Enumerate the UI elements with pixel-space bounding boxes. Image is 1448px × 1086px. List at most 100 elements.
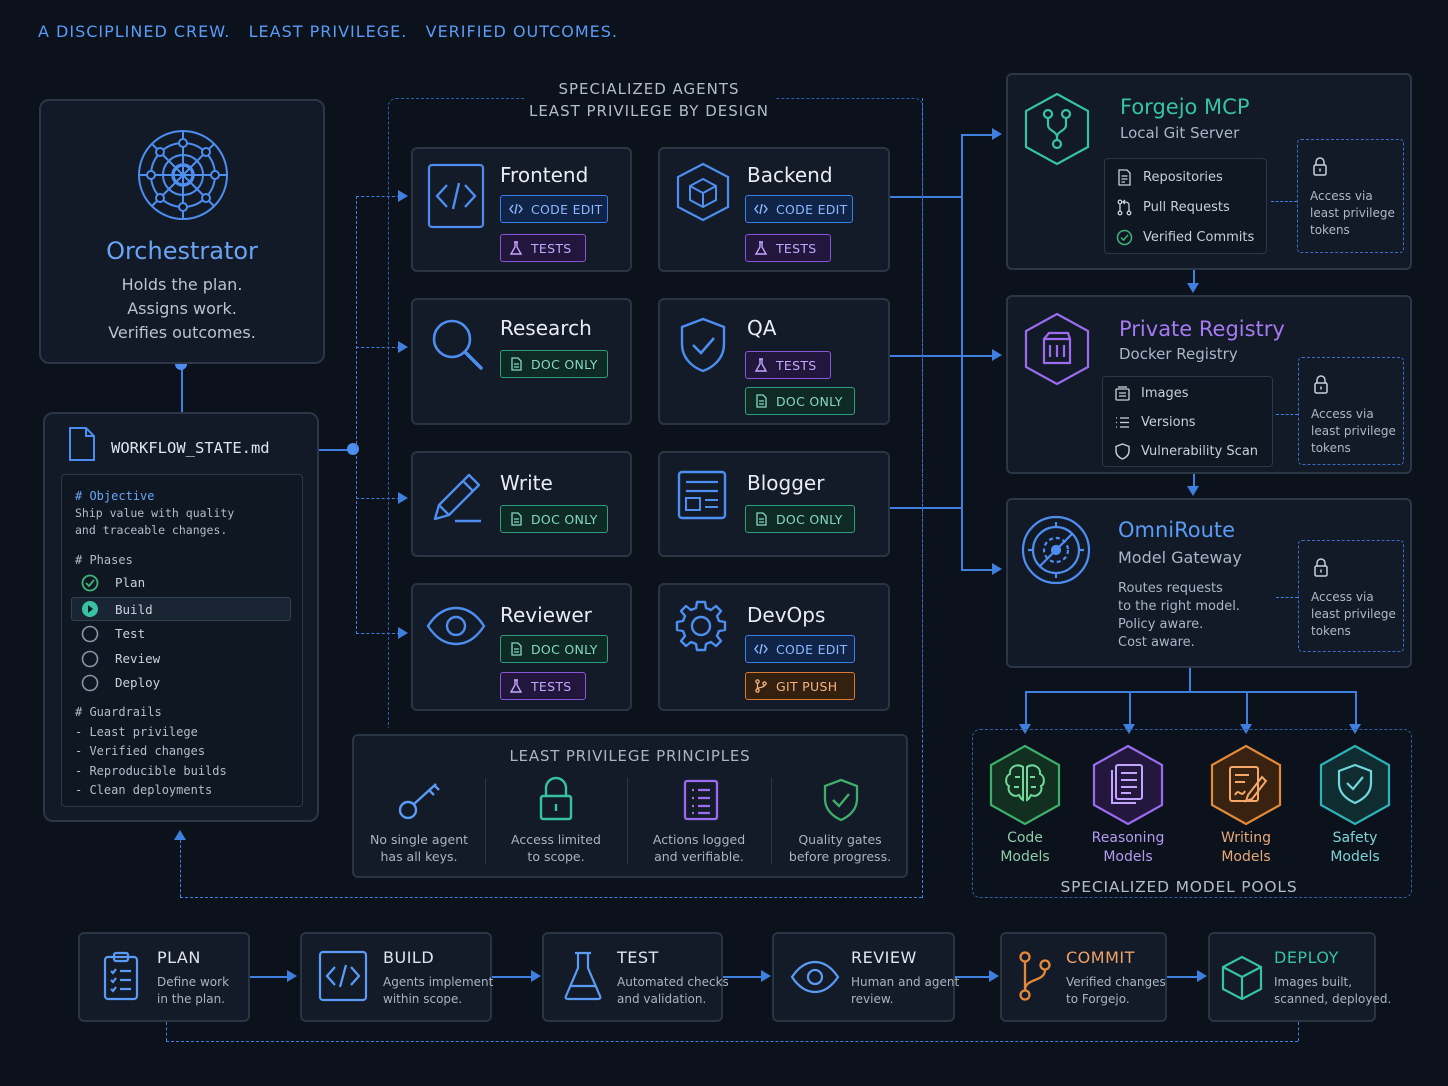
guardrails-heading: # Guardrails [75, 705, 162, 719]
objective-line: and traceable changes. [75, 523, 228, 537]
lock-icon [1314, 375, 1328, 394]
tag-doc-only: DOC ONLY [500, 505, 608, 533]
agent-name: Research [500, 316, 592, 340]
git-branch-icon [1019, 951, 1051, 1001]
objective-heading: # Objective [75, 489, 155, 503]
guardrail-item: - Reproducible builds [75, 764, 227, 778]
agent-card-write[interactable]: Write DOC ONLY [411, 451, 632, 557]
agent-name: Blogger [747, 471, 825, 495]
vulnerability-scan-item[interactable]: Vulnerability Scan [1114, 443, 1258, 460]
shield-icon [1115, 443, 1130, 460]
lock-icon [539, 776, 573, 821]
safety-models-hexagon[interactable] [1317, 743, 1393, 827]
step-title: PLAN [157, 948, 201, 967]
agent-card-frontend[interactable]: Frontend CODE EDIT TESTS [411, 147, 632, 272]
reasoning-models-hexagon[interactable] [1090, 743, 1166, 827]
empty-circle-icon [81, 674, 99, 692]
agent-card-research[interactable]: Research DOC ONLY [411, 298, 632, 425]
tag-doc-only: DOC ONLY [745, 505, 855, 533]
page-tagline: A DISCIPLINED CREW. LEAST PRIVILEGE. VER… [38, 22, 619, 41]
phase-row-test[interactable]: Test [71, 623, 291, 645]
tag-code-edit: CODE EDIT [500, 195, 608, 223]
image-stack-icon [1115, 386, 1130, 401]
phases-heading: # Phases [75, 553, 133, 567]
tag-doc-only: DOC ONLY [500, 635, 608, 663]
verified-commits-item[interactable]: Verified Commits [1116, 229, 1254, 246]
target-icon [1021, 515, 1091, 585]
orchestrator-line: Holds the plan. [121, 275, 243, 294]
cube-icon [1221, 955, 1263, 1001]
images-item[interactable]: Images [1114, 385, 1189, 402]
workflow-state-panel[interactable]: WORKFLOW_STATE.md # Objective Ship value… [43, 412, 319, 822]
model-pools-title: SPECIALIZED MODEL POOLS [1060, 878, 1298, 896]
writing-models-hexagon[interactable] [1208, 743, 1284, 827]
pull-requests-item[interactable]: Pull Requests [1116, 199, 1230, 216]
phase-row-review[interactable]: Review [71, 648, 291, 670]
phase-row-deploy[interactable]: Deploy [71, 672, 291, 694]
agent-card-backend[interactable]: Backend CODE EDIT TESTS [658, 147, 890, 272]
registry-subtitle: Docker Registry [1119, 345, 1238, 363]
step-title: BUILD [383, 948, 435, 967]
model-pools-section [972, 729, 1412, 898]
tag-doc-only: DOC ONLY [500, 350, 608, 378]
forgejo-subtitle: Local Git Server [1120, 124, 1240, 142]
step-title: DEPLOY [1274, 948, 1339, 967]
magnifier-icon [432, 319, 483, 370]
registry-title: Private Registry [1119, 317, 1285, 341]
repositories-item[interactable]: Repositories [1116, 169, 1223, 186]
code-icon [427, 163, 485, 229]
agent-name: DevOps [747, 603, 826, 627]
check-circle-icon [81, 574, 99, 592]
agent-name: Frontend [500, 163, 589, 187]
private-registry-panel[interactable]: Private Registry Docker Registry Images … [1006, 295, 1412, 474]
list-icon [1116, 417, 1129, 428]
phase-row-plan[interactable]: Plan [71, 572, 291, 594]
phase-row-build[interactable]: Build [71, 597, 291, 621]
agent-card-reviewer[interactable]: Reviewer DOC ONLY TESTS [411, 583, 632, 711]
play-circle-icon [82, 601, 98, 617]
forgejo-title: Forgejo MCP [1120, 95, 1250, 119]
tag-tests: TESTS [500, 234, 586, 262]
agent-card-blogger[interactable]: Blogger DOC ONLY [658, 451, 890, 557]
document-icon [1118, 169, 1131, 186]
agent-name: Reviewer [500, 603, 592, 627]
versions-item[interactable]: Versions [1114, 414, 1196, 431]
shield-check-icon [823, 778, 859, 822]
orchestrator-line: Assigns work. [127, 299, 237, 318]
flask-icon [564, 951, 602, 1001]
log-list-icon [683, 779, 719, 821]
agent-card-devops[interactable]: DevOps CODE EDIT GIT PUSH [658, 583, 890, 711]
guardrail-item: - Verified changes [75, 744, 206, 758]
brain-icon [1005, 764, 1045, 802]
eye-icon [790, 960, 840, 994]
registry-hexagon-icon [1024, 312, 1090, 386]
tag-tests: TESTS [745, 351, 831, 379]
forgejo-mcp-panel[interactable]: Forgejo MCP Local Git Server Repositorie… [1006, 73, 1412, 270]
orchestrator-panel[interactable]: Orchestrator Holds the plan. Assigns wor… [39, 99, 325, 364]
guardrail-item: - Clean deployments [75, 783, 213, 797]
code-models-hexagon[interactable] [987, 743, 1063, 827]
tag-tests: TESTS [500, 672, 586, 700]
writing-icon [1229, 766, 1268, 803]
principles-title: LEAST PRIVILEGE PRINCIPLES [509, 747, 751, 765]
agent-card-qa[interactable]: QA TESTS DOC ONLY [658, 298, 890, 425]
pipeline-step-deploy[interactable]: DEPLOY Images built,scanned, deployed. [1208, 932, 1391, 1022]
shield-check-icon [680, 317, 726, 373]
